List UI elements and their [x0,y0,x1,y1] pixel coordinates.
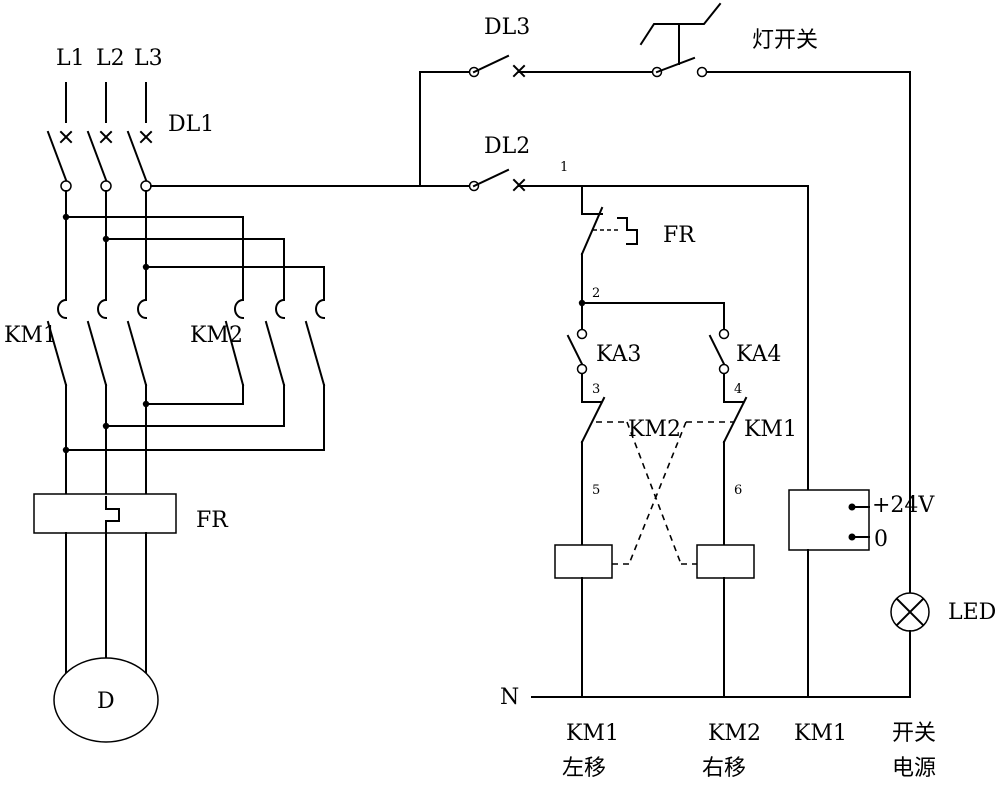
control-circuit [582,186,808,490]
ka3-label: KA3 [596,342,641,367]
bottom-col2-line2: 右移 [702,756,746,781]
node-5-label: 5 [592,483,600,498]
km1-interlock-label: KM1 [744,417,797,442]
led-label: LED [948,600,996,625]
bottom-col3-line1: KM1 [794,721,847,746]
phase-l1-label: L1 [56,46,85,71]
bottom-col4-line1: 开关 [892,721,936,746]
bottom-col2-line1: KM2 [708,721,761,746]
km1-main-label: KM1 [4,323,57,348]
branch-node-2 [582,303,724,330]
node-4-label: 4 [734,382,742,397]
reversing-wiring [63,385,324,495]
motor-label: D [97,689,115,714]
fr-control-label: FR [663,223,696,248]
node-3-label: 3 [592,382,600,397]
fr-power-label: FR [196,508,229,533]
km2-coil [697,545,754,578]
bottom-col4-line2: 电源 [892,756,936,781]
fr-overload-relay [34,494,176,672]
km1-coil [555,545,612,578]
contactor-coils [555,545,754,697]
psu-plus-label: +24V [872,493,935,518]
led-lamp [891,593,929,697]
motor: D [54,658,158,742]
phase-l2-label: L2 [96,46,125,71]
node-6-label: 6 [734,483,742,498]
dl3-breaker [470,56,653,77]
node-2-label: 2 [592,286,600,301]
bottom-col1-line1: KM1 [566,721,619,746]
dl2-breaker [470,170,809,191]
fr-nc-contact [579,208,637,306]
psu-zero-label: 0 [874,527,888,552]
km-main-contacts [48,300,324,385]
node-1-label: 1 [560,160,568,175]
bottom-col1-line2: 左移 [562,756,606,781]
light-switch-label: 灯开关 [752,28,818,53]
power-circuit [66,83,146,122]
phase-l3-label: L3 [134,46,163,71]
dl2-label: DL2 [484,134,530,159]
power-supply-24v [789,490,869,697]
dl1-label: DL1 [168,112,214,137]
neutral-label: N [500,685,519,710]
km2-main-label: KM2 [190,323,243,348]
km2-interlock-label: KM2 [628,417,681,442]
ka4-label: KA4 [736,342,781,367]
labels: L1 L2 L3 DL1 DL3 灯开关 DL2 1 FR 2 KA3 KA4 … [4,15,996,781]
dl1-breaker [48,132,151,191]
dl3-label: DL3 [484,15,530,40]
phase-distribution [63,191,324,300]
